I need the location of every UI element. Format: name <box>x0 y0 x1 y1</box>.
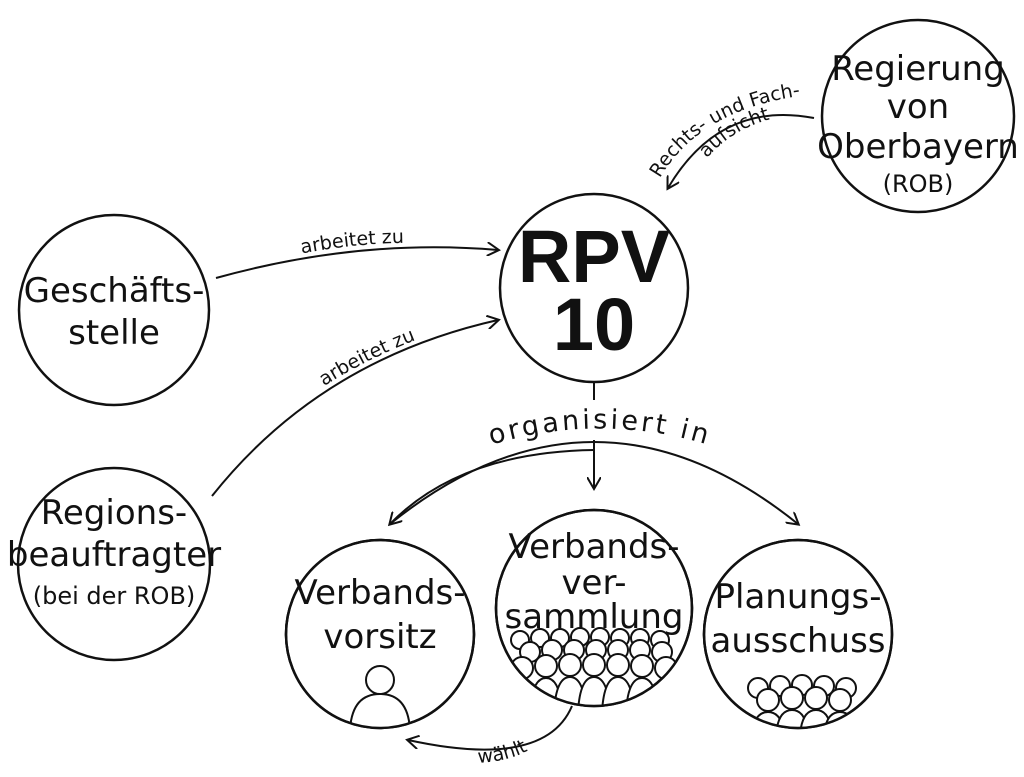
node-planungsausschuss-line1: Planungs- <box>715 577 882 617</box>
edge-label-geschaeftsstelle: arbeitet zu <box>299 226 405 259</box>
edge-verbandsversammlung-to-verbandsvorsitz <box>408 705 573 751</box>
edge-geschaeftsstelle-to-rpv <box>215 247 498 279</box>
node-verbandsvorsitz-line1: Verbands- <box>294 573 465 613</box>
committee-icon <box>747 674 858 728</box>
node-rpv-line2: 10 <box>553 283 635 366</box>
node-rob-line4: (ROB) <box>883 170 954 198</box>
edge-label-organisiert: organisiert in <box>485 404 715 451</box>
node-verbandsvorsitz-line2: vorsitz <box>323 617 436 657</box>
node-geschaeftsstelle-line2: stelle <box>68 313 160 353</box>
node-rob-line1: Regierung <box>831 49 1005 89</box>
node-planungsausschuss: Planungs- ausschuss <box>702 538 894 730</box>
node-verbandsversammlung-line1: Verbands- <box>508 527 679 567</box>
node-rpv: RPV 10 <box>498 192 690 384</box>
edge-label-regionsbeauftragter: arbeitet zu <box>315 324 418 390</box>
node-planungsausschuss-line2: ausschuss <box>710 621 885 661</box>
node-regionsbeauftragter-line1: Regions- <box>41 493 187 533</box>
edge-rob-to-rpv <box>668 114 815 188</box>
person-icon <box>348 665 412 728</box>
crowd-icon <box>504 627 684 706</box>
edge-organisiert-arc-left-head <box>390 449 595 524</box>
node-verbandsversammlung: Verbands- ver- sammlung <box>494 508 694 708</box>
node-regionsbeauftragter: Regions- beauftragter (bei der ROB) <box>7 466 221 662</box>
edge-regionsbeauftragter-to-rpv <box>211 320 498 497</box>
node-regionsbeauftragter-line3: (bei der ROB) <box>33 582 196 610</box>
node-rob-line3: Oberbayern <box>817 127 1019 167</box>
edge-label-waehlt: wählt <box>477 735 531 768</box>
node-verbandsvorsitz: Verbands- vorsitz <box>284 538 476 730</box>
node-geschaeftsstelle-line1: Geschäfts- <box>24 271 205 311</box>
node-rpv-line1: RPV <box>518 215 670 298</box>
node-regionsbeauftragter-line2: beauftragter <box>7 535 221 575</box>
node-verbandsversammlung-line2: ver- <box>561 563 626 603</box>
node-regierung-oberbayern: Regierung von Oberbayern (ROB) <box>817 18 1019 214</box>
node-geschaeftsstelle: Geschäfts- stelle <box>17 213 211 407</box>
node-rob-line2: von <box>887 87 949 127</box>
